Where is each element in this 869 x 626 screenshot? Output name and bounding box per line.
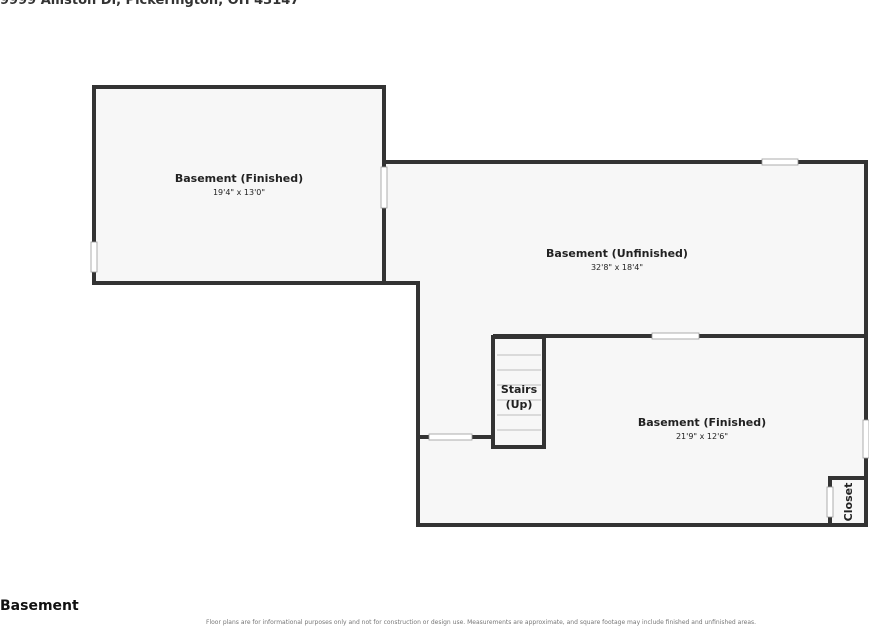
room-dims-finished-west: 19'4" x 13'0" bbox=[213, 188, 265, 197]
floor-title: Basement bbox=[0, 598, 79, 614]
room-fill-finished-east bbox=[418, 336, 866, 525]
window-east bbox=[862, 419, 869, 459]
doorway-west-room bbox=[380, 166, 388, 209]
room-fill-finished-west bbox=[94, 88, 384, 282]
room-dims-unfinished: 32'8" x 18'4" bbox=[591, 263, 643, 272]
wall-stairwell bbox=[491, 335, 546, 449]
closet-door bbox=[826, 486, 834, 518]
window-north bbox=[761, 158, 799, 166]
doorway-interior bbox=[651, 332, 700, 340]
room-dims-finished-east: 21'9" x 12'6" bbox=[676, 432, 728, 441]
property-address: 9999 Alliston Dr, Pickerington, OH 43147 bbox=[0, 0, 300, 8]
stairs-label-line2: (Up) bbox=[506, 398, 533, 411]
room-name-finished-east: Basement (Finished) bbox=[638, 416, 766, 429]
stairs-label-line1: Stairs bbox=[501, 383, 538, 396]
disclaimer: Floor plans are for informational purpos… bbox=[206, 619, 757, 626]
room-name-finished-west: Basement (Finished) bbox=[175, 172, 303, 185]
room-name-unfinished: Basement (Unfinished) bbox=[546, 247, 688, 260]
doorway-stair-landing bbox=[428, 433, 473, 441]
stair-treads bbox=[497, 354, 541, 431]
closet-label: Closet bbox=[842, 483, 855, 522]
window-west bbox=[90, 241, 98, 273]
room-fill-unfinished bbox=[384, 162, 866, 448]
